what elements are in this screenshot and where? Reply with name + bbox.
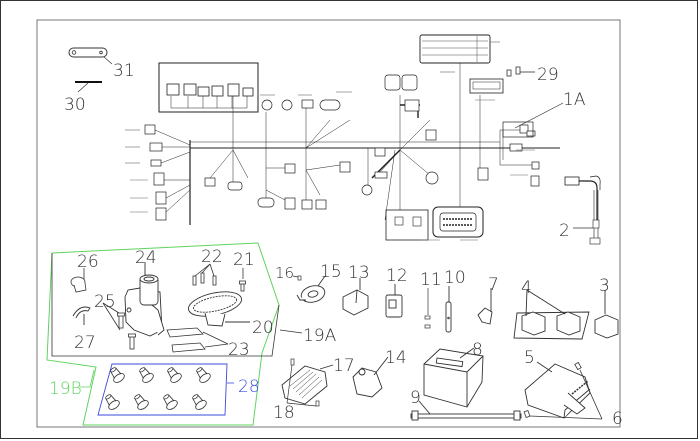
shear-bolt [167,367,182,383]
part-4-relay-pair[interactable] [513,289,590,340]
callout-5: 5 [524,348,535,368]
part-29-fuses[interactable] [506,66,535,77]
part-5-ecu-module[interactable] [524,361,591,419]
callout-9: 9 [410,388,421,408]
callout-2: 2 [559,221,570,241]
callout-30: 30 [64,95,86,115]
part-17-regulator-rectifier[interactable] [281,364,334,405]
callout-15: 15 [320,262,342,282]
callout-6: 6 [612,409,623,429]
callout-17: 17 [333,356,355,376]
callout-22: 22 [201,247,223,267]
part-22-cover-screws[interactable] [192,263,217,286]
callout-28: 28 [238,377,260,397]
leader-19B [80,369,95,388]
part-25-lock-bolts[interactable] [102,302,136,350]
shear-bolt [105,394,120,410]
callout-3: 3 [599,276,610,296]
callout-4: 4 [521,278,532,298]
part-8-battery[interactable] [423,347,484,408]
leader-1A [514,102,564,129]
callout-25: 25 [94,292,116,312]
part-13-connector-block[interactable] [342,278,369,316]
callout-10: 10 [444,268,466,288]
callout-16: 16 [275,264,294,282]
callout-12: 12 [386,266,408,286]
callout-8: 8 [472,340,483,360]
shear-bolt [163,394,178,410]
part-28-shear-bolts[interactable] [102,365,211,411]
callout-19A: 19A [303,326,337,346]
shear-bolt [134,394,149,410]
callout-13: 13 [348,263,370,283]
callout-23: 23 [228,340,250,360]
shear-bolt [139,367,154,383]
callout-27: 27 [74,333,96,353]
shear-bolt [110,367,125,383]
leader-19A [279,329,303,334]
callout-29: 29 [537,65,559,85]
part-23-brackets[interactable] [166,327,229,353]
part-30-cable-tie[interactable] [75,81,102,93]
part-1A-wiring-harness[interactable] [144,34,601,245]
callout-7: 7 [488,275,499,295]
part-10-bracket-plate[interactable] [445,286,452,333]
callout-18: 18 [273,403,295,423]
assembly-outline-19A-19B [46,242,280,426]
part-3-relay[interactable] [594,290,619,339]
callout-21: 21 [233,250,255,270]
group-outline-19A [51,253,280,357]
callout-1A: 1A [563,90,586,110]
part-27-lock-clip[interactable] [72,306,91,325]
part-21-switch-screw[interactable] [239,268,246,292]
part-11-screws[interactable] [424,288,431,329]
callout-24: 24 [135,248,157,268]
part-9-battery-strap[interactable] [410,400,522,421]
shear-bolt [192,394,207,410]
part-6-ecu-bolts[interactable] [523,361,603,420]
part-26-seat-lock[interactable] [70,268,87,293]
part-14-starter-relay[interactable] [352,356,389,398]
part-15-horn[interactable] [296,275,327,305]
harness-annotation-marks [125,41,535,241]
part-16-horn-screw[interactable] [292,275,302,281]
part-18-regulator-bolts[interactable] [286,358,320,407]
callout-11: 11 [420,270,442,290]
callout-20: 20 [252,318,274,338]
callout-14: 14 [385,348,407,368]
part-20-ignition-switch[interactable] [186,288,250,327]
part-24-steering-lock[interactable] [124,262,165,337]
callout-19B: 19B [49,379,82,399]
part-31-ground-strap[interactable] [68,47,113,65]
part-7-sensor[interactable] [477,288,493,325]
group-outline-28 [97,363,228,416]
shear-bolt [196,367,211,383]
callout-31: 31 [113,61,135,81]
callout-26: 26 [77,252,99,272]
part-12-flasher-relay[interactable] [385,284,403,318]
